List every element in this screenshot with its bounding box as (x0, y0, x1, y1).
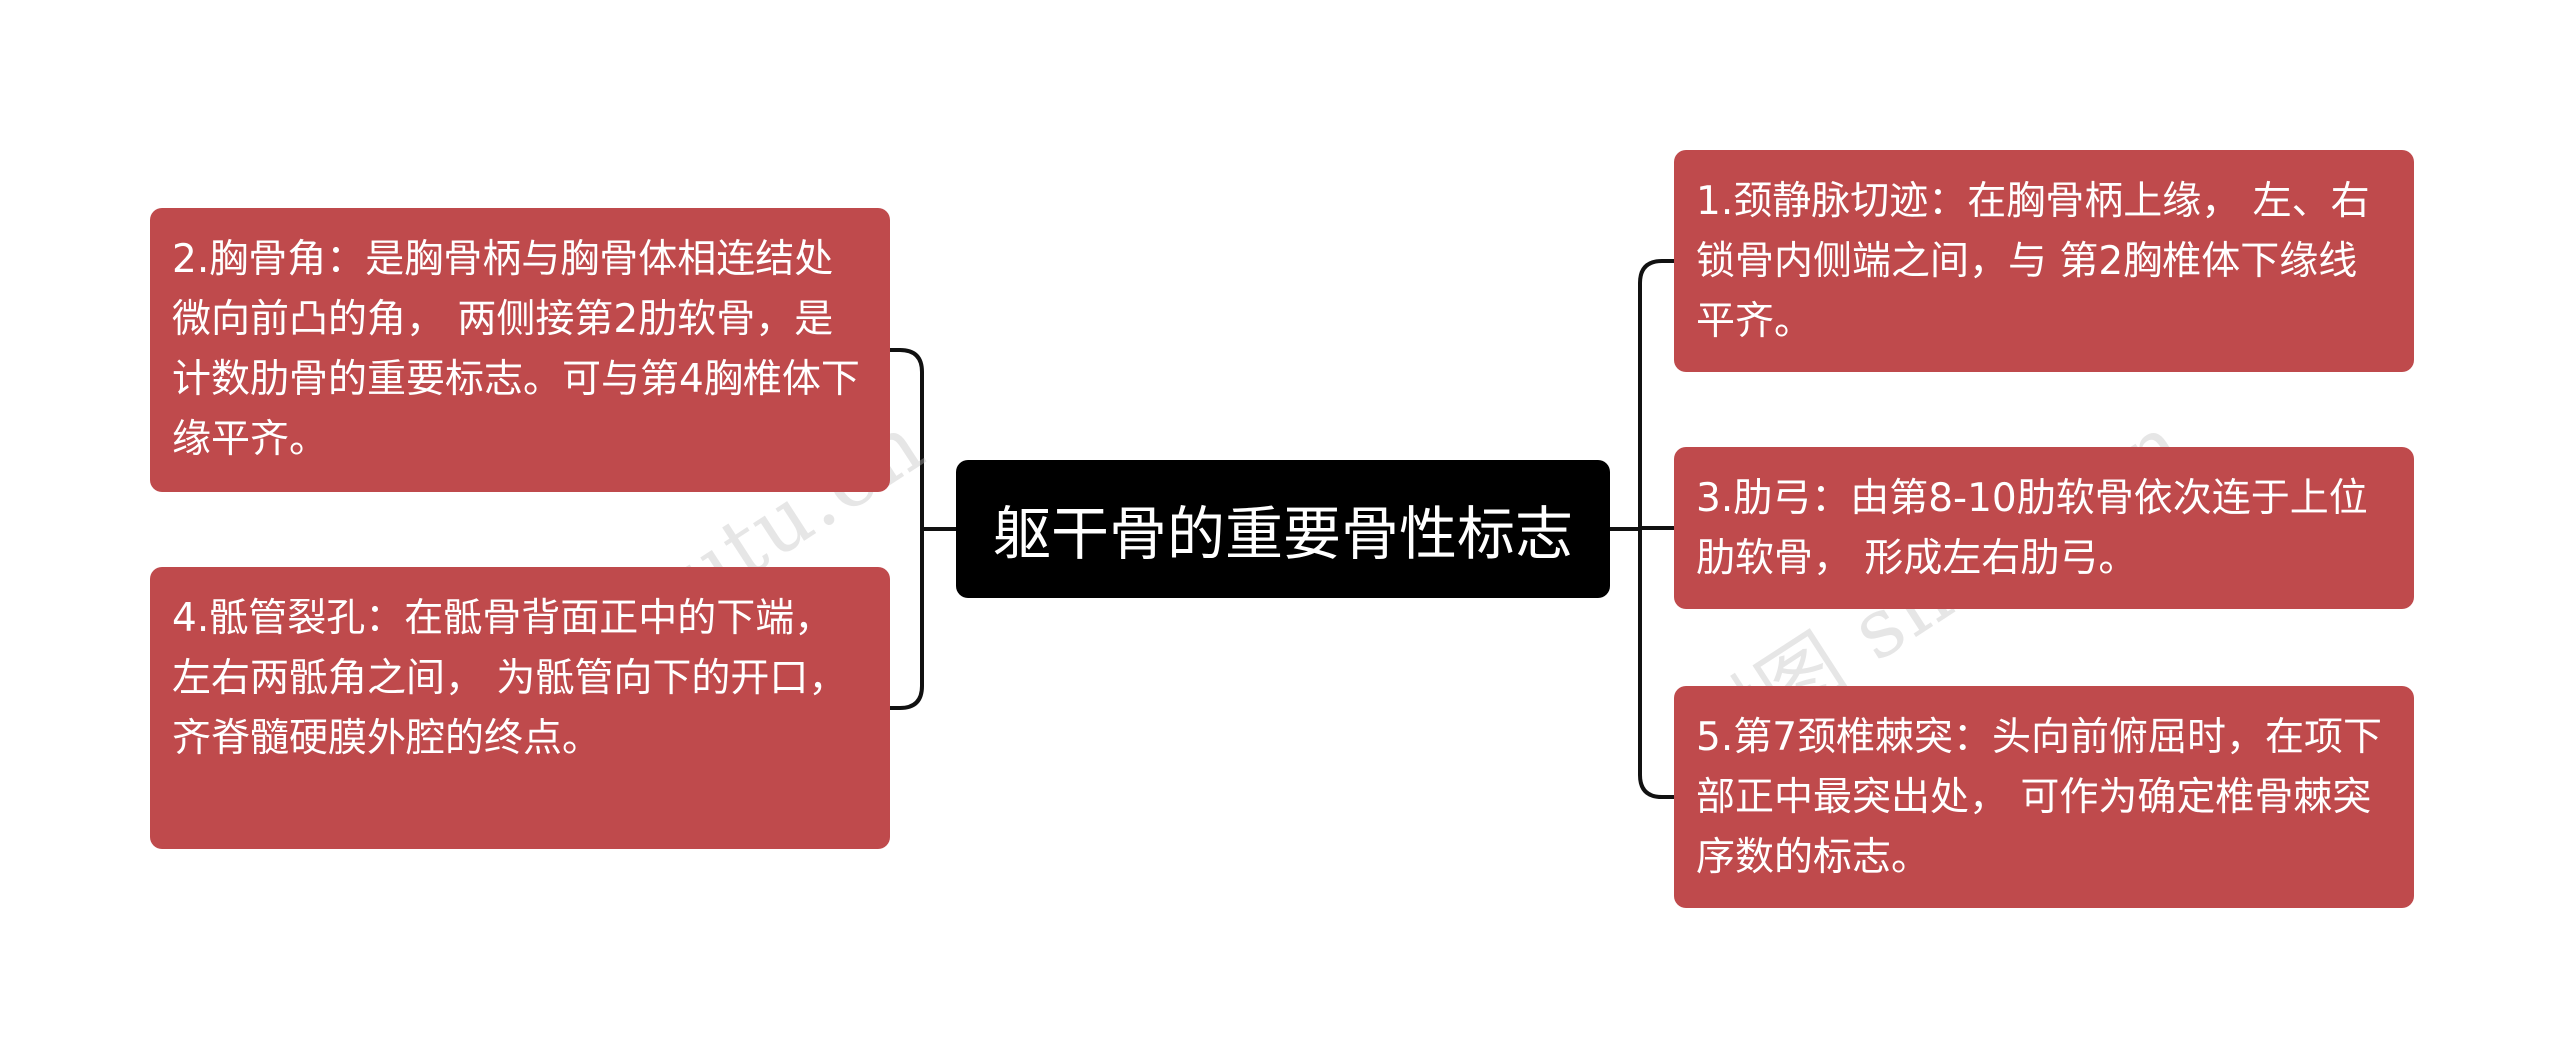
connector-left-bracket (890, 348, 924, 710)
root-topic[interactable]: 躯干骨的重要骨性标志 (956, 460, 1610, 598)
topic-sternal-angle[interactable]: 2.胸骨角：是胸骨柄与胸骨体相连结处微向前凸的角， 两侧接第2肋软骨，是计数肋骨… (150, 208, 890, 492)
topic-jugular-notch-text: 1.颈静脉切迹：在胸骨柄上缘， 左、右锁骨内侧端之间，与 第2胸椎体下缘线平齐。 (1696, 179, 2370, 344)
topic-c7-spinous-process[interactable]: 5.第7颈椎棘突：头向前俯屈时，在项下部正中最突出处， 可作为确定椎骨棘突序数的… (1674, 686, 2414, 908)
topic-jugular-notch[interactable]: 1.颈静脉切迹：在胸骨柄上缘， 左、右锁骨内侧端之间，与 第2胸椎体下缘线平齐。 (1674, 150, 2414, 372)
topic-sacral-hiatus-text: 4.骶管裂孔：在骶骨背面正中的下端， 左右两骶角之间， 为骶管向下的开口， 齐脊… (172, 596, 848, 761)
topic-c7-spinous-process-text: 5.第7颈椎棘突：头向前俯屈时，在项下部正中最突出处， 可作为确定椎骨棘突序数的… (1696, 715, 2383, 880)
topic-sacral-hiatus[interactable]: 4.骶管裂孔：在骶骨背面正中的下端， 左右两骶角之间， 为骶管向下的开口， 齐脊… (150, 567, 890, 849)
topic-sternal-angle-text: 2.胸骨角：是胸骨柄与胸骨体相连结处微向前凸的角， 两侧接第2肋软骨，是计数肋骨… (172, 237, 860, 462)
root-topic-label: 躯干骨的重要骨性标志 (992, 500, 1573, 568)
topic-costal-arch-text: 3.肋弓：由第8-10肋软骨依次连于上位肋软骨， 形成左右肋弓。 (1696, 476, 2368, 581)
topic-costal-arch[interactable]: 3.肋弓：由第8-10肋软骨依次连于上位肋软骨， 形成左右肋弓。 (1674, 447, 2414, 609)
